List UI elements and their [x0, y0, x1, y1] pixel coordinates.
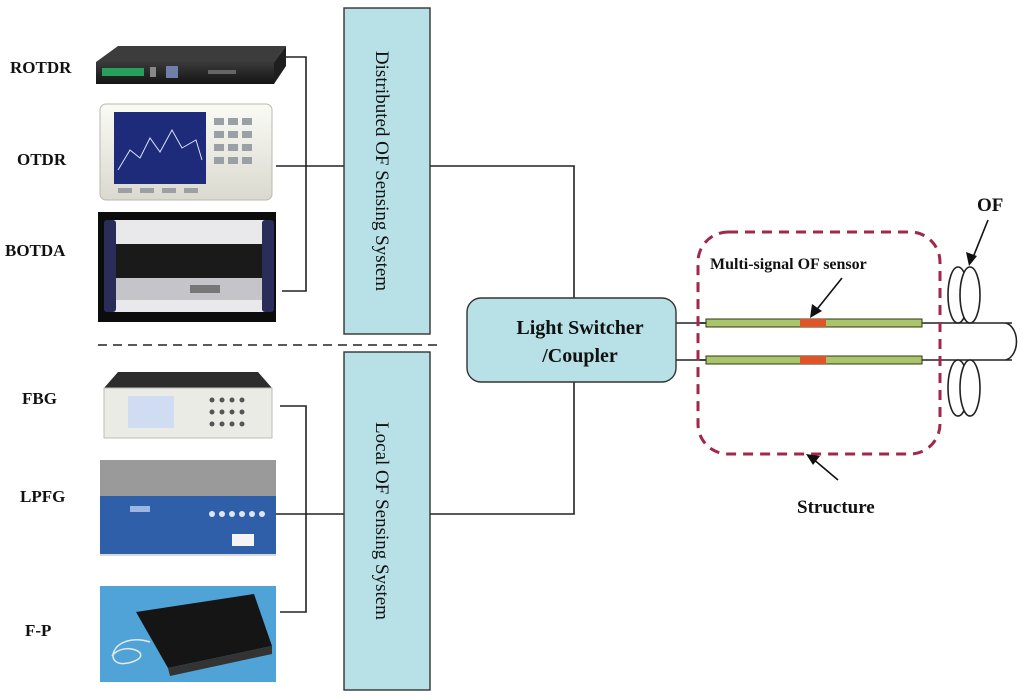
- connector-lines: [276, 56, 706, 613]
- device-label-lpfg: LPFG: [20, 487, 65, 506]
- distributed-system-label: Distributed OF Sensing System: [371, 51, 392, 291]
- device-label-fbg: FBG: [22, 389, 57, 408]
- device-label-fp: F-P: [25, 621, 51, 640]
- device-label-botda: BOTDA: [5, 241, 66, 260]
- light-switcher-box: [466, 297, 677, 383]
- of-label: OF: [977, 195, 1003, 216]
- botda-device-image: [98, 212, 276, 322]
- fp-device-image: [100, 586, 276, 682]
- light-switcher-label-line1: Light Switcher: [516, 317, 643, 339]
- optical-fiber-spools: [947, 266, 981, 417]
- device-label-otdr: OTDR: [17, 150, 67, 169]
- otdr-device-image: [99, 103, 273, 201]
- of-sensor-fibers: [705, 318, 923, 365]
- sensor-label: Multi-signal OF sensor: [710, 256, 867, 273]
- structure-beam: [700, 322, 1018, 361]
- arrow-heads: [806, 252, 977, 465]
- local-system-box: [343, 351, 431, 691]
- device-label-rotdr: ROTDR: [10, 58, 72, 77]
- structure-outline: [696, 230, 942, 456]
- light-switcher-label-line2: /Coupler: [541, 345, 618, 367]
- fbg-device-image: [100, 368, 276, 454]
- distributed-system-box: [343, 7, 431, 335]
- lpfg-device-image: [100, 460, 276, 556]
- arrows: [811, 219, 989, 481]
- local-system-label: Local OF Sensing System: [371, 422, 392, 620]
- rotdr-device-image: [96, 46, 286, 84]
- structure-label: Structure: [797, 497, 875, 518]
